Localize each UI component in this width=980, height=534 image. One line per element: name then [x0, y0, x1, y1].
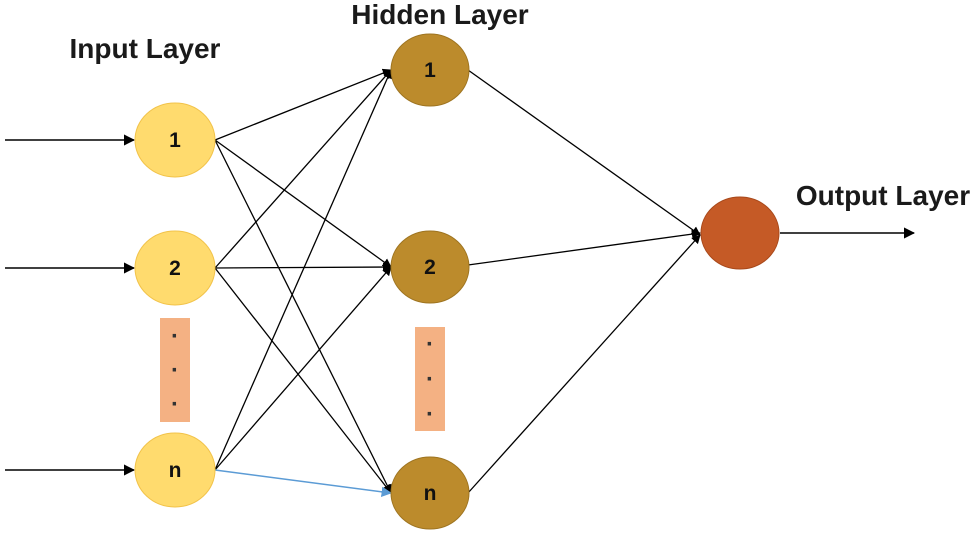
input-hidden-connections — [214, 68, 393, 497]
hidden-output-connections — [467, 69, 701, 494]
hidden-ellipsis-dot-1: · — [426, 331, 434, 358]
edge-i2-h1 — [214, 69, 392, 269]
hidden-node-n — [390, 456, 470, 530]
input-ellipsis-box — [160, 318, 190, 422]
hidden-ellipsis: · · · — [415, 327, 445, 431]
hidden-node-2 — [390, 230, 470, 304]
input-node-n-label: n — [169, 459, 182, 482]
input-node-1-label: 1 — [169, 129, 181, 152]
output-layer-title: Output Layer — [796, 180, 970, 211]
input-node-2 — [134, 230, 216, 306]
hidden-ellipsis-box — [415, 327, 445, 431]
input-arrows — [5, 134, 136, 476]
edge-in-h2 — [214, 266, 392, 471]
hidden-node-1 — [390, 33, 470, 107]
input-node-1 — [134, 102, 216, 178]
edge-in-h1 — [214, 69, 392, 471]
edge-i1-hn — [214, 139, 392, 494]
input-ellipsis-dot-1: · — [171, 323, 179, 350]
input-node-2-label: 2 — [169, 257, 181, 280]
hidden-node-1-label: 1 — [424, 59, 436, 82]
output-node — [700, 196, 780, 270]
edge-i2-hn — [214, 267, 392, 494]
input-layer-nodes: 1 2 n — [134, 102, 216, 508]
hidden-ellipsis-dot-3: · — [426, 401, 434, 428]
input-ellipsis-dot-3: · — [171, 391, 179, 418]
hidden-node-2-label: 2 — [424, 256, 436, 279]
edge-i1-h1 — [214, 68, 392, 141]
input-node-n — [134, 432, 216, 508]
edge-i2-h2 — [214, 262, 392, 272]
hidden-layer-nodes: 1 2 n — [390, 33, 470, 530]
hidden-ellipsis-dot-2: · — [426, 366, 434, 393]
edge-h2-out — [467, 229, 701, 266]
hidden-node-n-label: n — [424, 482, 437, 505]
edge-h1-out — [467, 69, 701, 236]
input-ellipsis-dot-2: · — [171, 357, 179, 384]
edge-i1-h2 — [214, 139, 392, 268]
hidden-layer-title: Hidden Layer — [351, 0, 528, 30]
edge-in-hn-highlighted — [214, 469, 393, 497]
input-layer-title: Input Layer — [70, 33, 221, 64]
input-ellipsis: · · · — [160, 318, 190, 422]
edge-hn-out — [467, 234, 701, 494]
